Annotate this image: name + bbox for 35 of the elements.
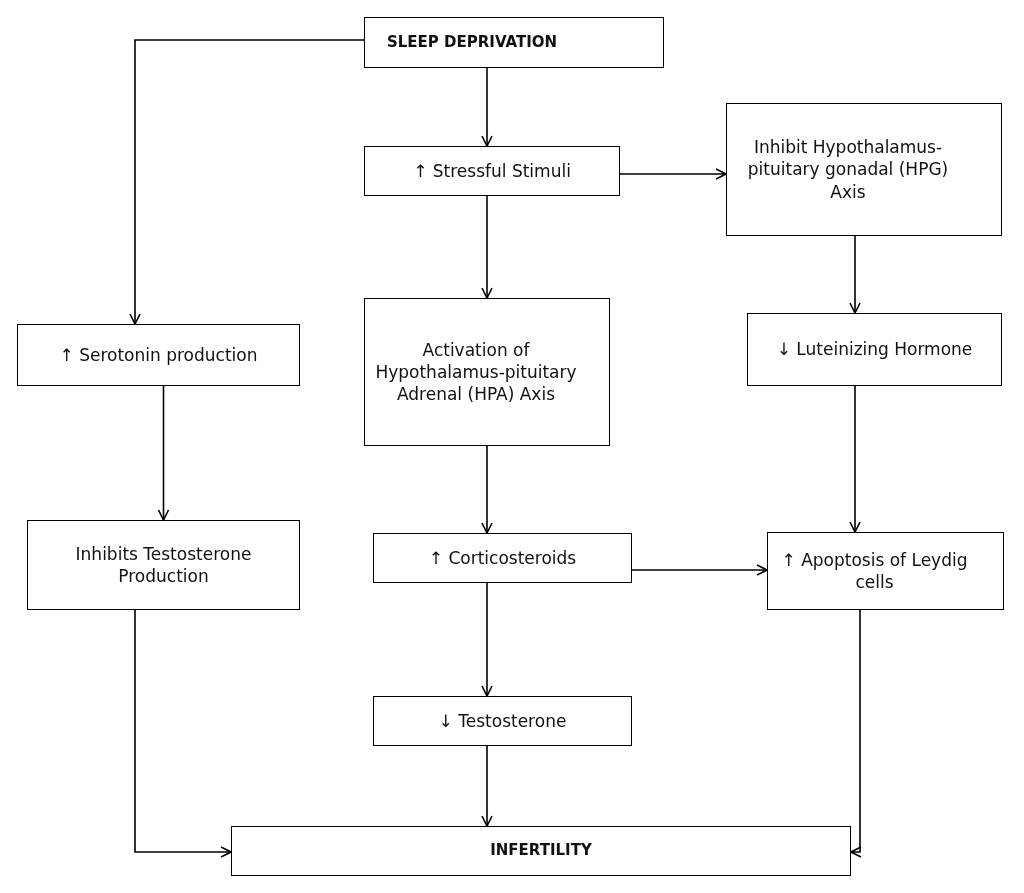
arrow xyxy=(481,195,493,299)
arrow xyxy=(619,168,727,180)
process-box xyxy=(364,298,610,446)
node-text: Inhibits Testosterone Production xyxy=(74,542,253,588)
node-text: ↑ Apoptosis of Leydig cells xyxy=(780,548,969,594)
arrow xyxy=(129,39,365,325)
node-text: Inhibit Hypothalamus-pituitary gonadal (HPG) Axis xyxy=(746,136,950,203)
arrow xyxy=(481,67,493,147)
process-box xyxy=(17,324,300,386)
node-text: INFERTILITY xyxy=(490,841,592,861)
process-box xyxy=(364,17,664,68)
arrow xyxy=(481,745,493,827)
process-box xyxy=(373,533,632,583)
process-box xyxy=(373,696,632,746)
arrow xyxy=(631,564,768,576)
arrow xyxy=(849,385,861,533)
arrow xyxy=(157,385,170,521)
arrow xyxy=(481,445,493,534)
node-text: ↑ Corticosteroids xyxy=(428,546,577,570)
process-box xyxy=(747,313,1002,386)
process-box xyxy=(231,826,851,876)
node-text: ↑ Serotonin production xyxy=(59,343,258,367)
node-text: Activation of Hypothalamus-pituitary Adrenal (HPA) Axis xyxy=(374,338,578,406)
arrow xyxy=(481,582,493,697)
arrow xyxy=(134,609,232,858)
process-box xyxy=(27,520,300,610)
node-text: ↓ Testosterone xyxy=(438,709,567,733)
arrow xyxy=(849,235,861,314)
process-box xyxy=(364,146,620,196)
process-box xyxy=(767,532,1004,610)
node-text: ↓ Luteinizing Hormone xyxy=(776,338,973,361)
node-text: ↑ Stressful Stimuli xyxy=(413,159,571,183)
process-box xyxy=(726,103,1002,236)
node-text: SLEEP DEPRIVATION xyxy=(387,32,558,53)
arrow xyxy=(850,609,862,858)
